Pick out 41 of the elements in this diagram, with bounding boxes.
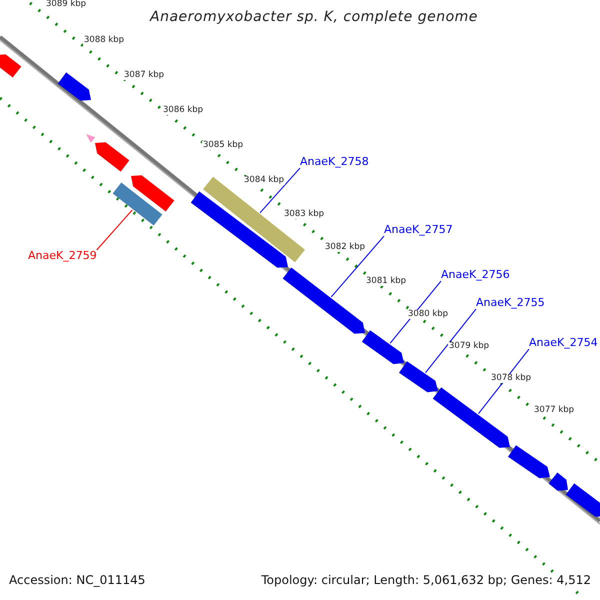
- gene-block: [432, 387, 510, 448]
- accession-text: Accession: NC_011145: [9, 574, 146, 588]
- gene-label: AnaeK_2756: [441, 269, 510, 282]
- gene-block: [58, 72, 91, 101]
- gene-block: [566, 483, 600, 517]
- genome-stats-text: Topology: circular; Length: 5,061,632 bp; Genes: 4,512: [259, 574, 591, 588]
- gene-bar: [203, 176, 305, 262]
- gene-label: AnaeK_2758: [300, 156, 369, 168]
- leader-line: [390, 280, 442, 344]
- gene-block: [131, 175, 174, 212]
- gene-block: [95, 142, 130, 172]
- scale-label: 3084 kbp: [243, 176, 286, 186]
- scale-label: 3083 kbp: [283, 210, 326, 220]
- scale-label: 3079 kbp: [448, 342, 490, 352]
- leader-line: [260, 168, 300, 214]
- gene-bar: [112, 182, 162, 226]
- scale-label: 3085 kbp: [202, 141, 244, 150]
- gene-block: [399, 361, 438, 392]
- leader-line: [96, 210, 133, 250]
- leader-line: [478, 348, 530, 414]
- scale-label: 3087 kbp: [123, 71, 166, 80]
- scale-label: 3088 kbp: [83, 36, 126, 46]
- leader-line: [330, 236, 384, 298]
- title: Anaeromyxobacter sp. K, complete genome: [150, 10, 478, 26]
- gene-label: AnaeK_2754: [529, 337, 598, 350]
- scale-label: 3081 kbp: [365, 277, 408, 286]
- gene-label: AnaeK_2759: [28, 250, 97, 262]
- scale-label: 3086 kbp: [162, 106, 204, 116]
- scale-label: 3077 kbp: [533, 406, 576, 416]
- gene-block: [548, 472, 568, 491]
- scale-label: 3080 kbp: [407, 310, 450, 320]
- scale-label: 3078 kbp: [490, 374, 532, 384]
- gene-label: AnaeK_2757: [384, 224, 453, 236]
- gene-block: [0, 54, 22, 78]
- gene-marker: [86, 134, 96, 143]
- gene-label: AnaeK_2755: [476, 297, 545, 310]
- gene-block: [508, 445, 550, 478]
- leader-line: [424, 308, 476, 374]
- scale-label: 3082 kbp: [324, 243, 366, 252]
- gene-block: [362, 330, 404, 364]
- gene-block: [282, 268, 365, 334]
